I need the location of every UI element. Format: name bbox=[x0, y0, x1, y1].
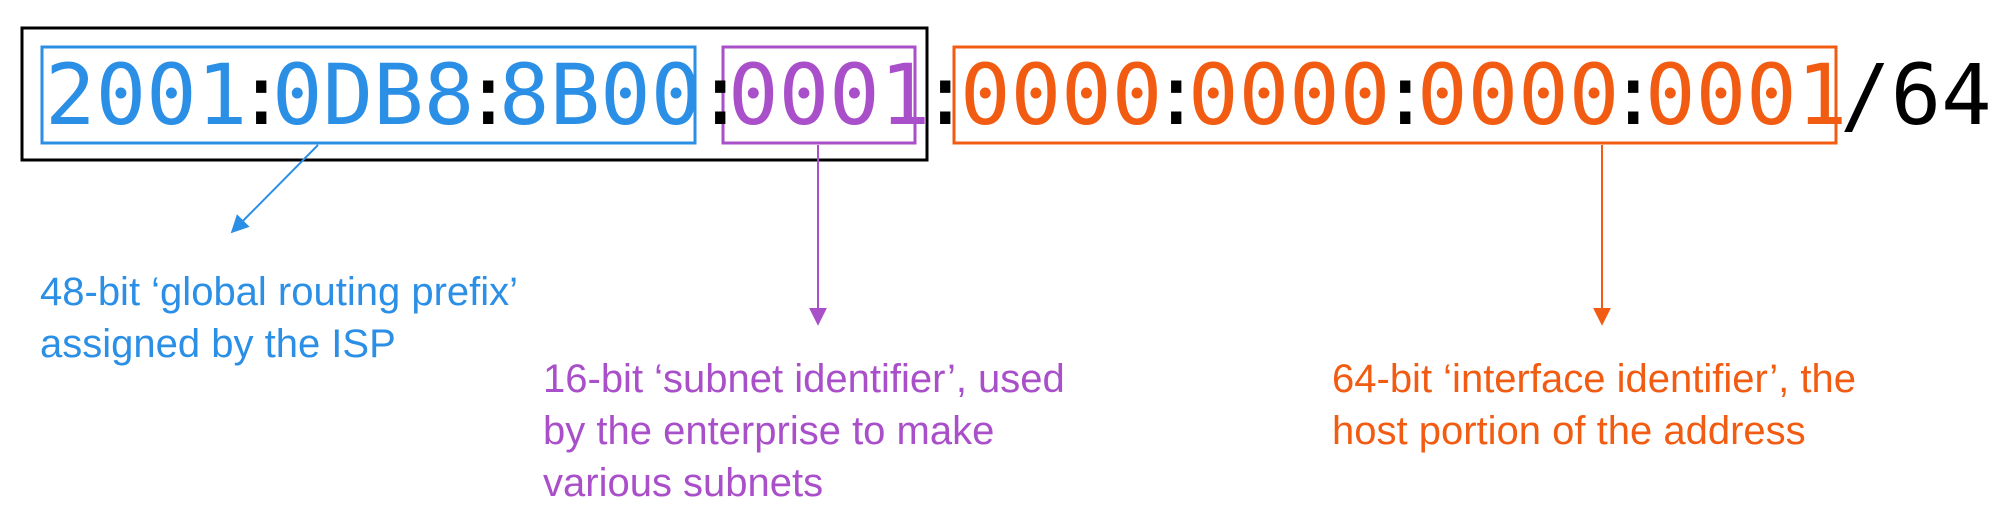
subnet-annotation-line-1: 16-bit ‘subnet identifier’, used bbox=[543, 357, 1065, 401]
interface-group-3: 0000 bbox=[1417, 46, 1619, 144]
separator: : bbox=[1608, 46, 1659, 144]
interface-box bbox=[952, 45, 1838, 145]
subnet-group: 0001 bbox=[728, 46, 930, 144]
subnet-annotation-line-3: various subnets bbox=[543, 461, 823, 505]
interface-group-2: 0000 bbox=[1188, 46, 1390, 144]
interface-group-1: 0000 bbox=[960, 46, 1162, 144]
prefix-annotation-line-1: 48-bit ‘global routing prefix’ bbox=[40, 270, 517, 314]
ipv6-address: 2001 : 0DB8 : 8B00 : 0001 : 0000 : 0000 … bbox=[45, 46, 1992, 144]
prefix-annotation-line-2: assigned by the ISP bbox=[40, 322, 396, 366]
subnet-annotation: 16-bit ‘subnet identifier’, used by the … bbox=[543, 357, 1076, 505]
separator: : bbox=[1151, 46, 1202, 144]
prefix-group-2: 0DB8 bbox=[272, 46, 474, 144]
prefix-annotation: 48-bit ‘global routing prefix’ assigned … bbox=[40, 270, 528, 366]
prefix-group-3: 8B00 bbox=[499, 46, 701, 144]
interface-annotation-line-1: 64-bit ‘interface identifier’, the bbox=[1332, 357, 1856, 401]
separator: : bbox=[920, 46, 971, 144]
prefix-arrow bbox=[230, 144, 319, 234]
separator: : bbox=[463, 46, 514, 144]
prefix-box bbox=[40, 45, 697, 145]
interface-annotation: 64-bit ‘interface identifier’, the host … bbox=[1332, 357, 1867, 453]
prefix-length: /64 bbox=[1840, 46, 1992, 144]
network-portion-box bbox=[20, 26, 929, 162]
interface-group-4: 0001 bbox=[1645, 46, 1847, 144]
subnet-box bbox=[721, 45, 917, 145]
subnet-annotation-line-2: by the enterprise to make bbox=[543, 409, 994, 453]
separator: : bbox=[1380, 46, 1431, 144]
separator: : bbox=[695, 46, 746, 144]
interface-annotation-line-2: host portion of the address bbox=[1332, 409, 1806, 453]
prefix-group-1: 2001 bbox=[45, 46, 247, 144]
separator: : bbox=[236, 46, 287, 144]
